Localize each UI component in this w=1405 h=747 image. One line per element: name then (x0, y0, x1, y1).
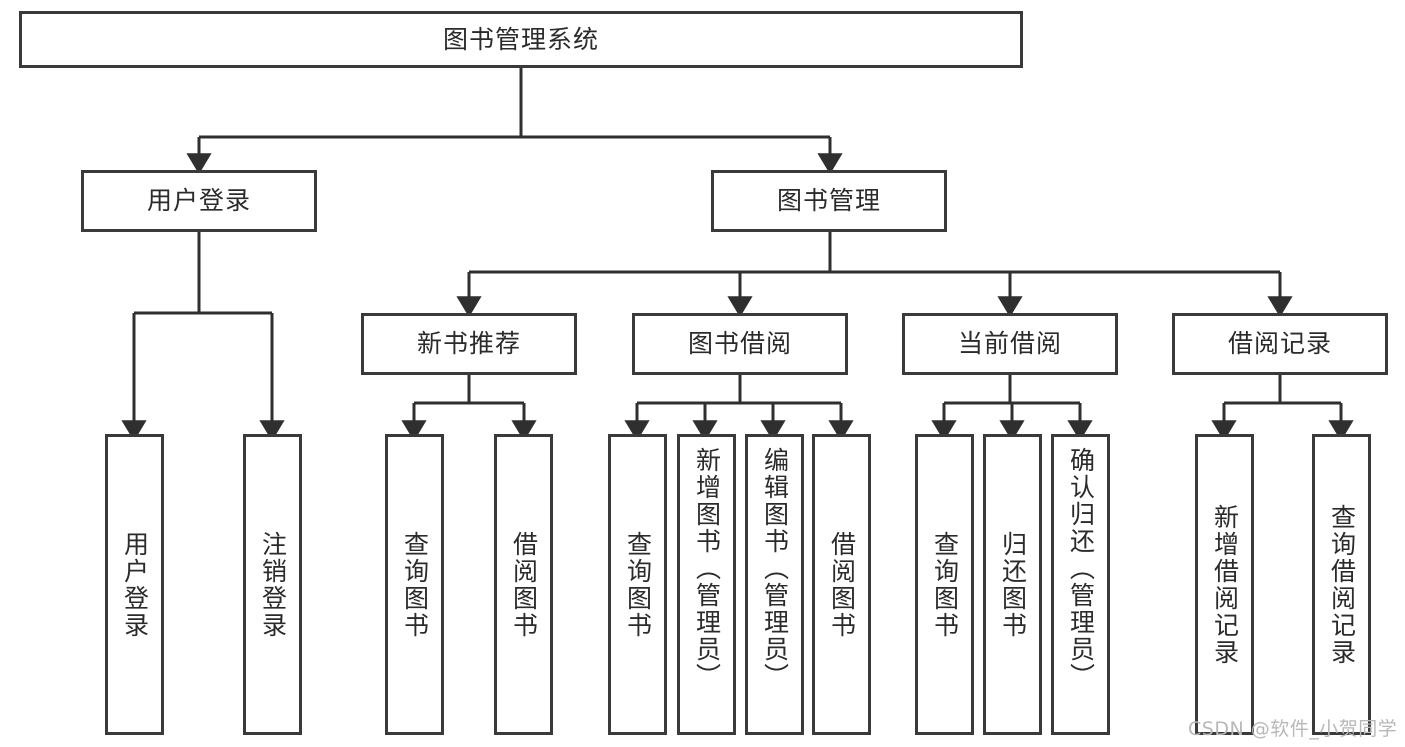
leaf-book-borrow-lend-label: 借阅图书 (827, 530, 857, 639)
leaf-new-book-borrow-label: 借阅图书 (509, 530, 539, 639)
leaf-current-borrow-confirm-label: 确认归还（管理员） (1066, 447, 1096, 690)
node-borrow-record[interactable]: 借阅记录 (1172, 313, 1388, 375)
leaf-book-borrow-add[interactable]: 新增图书（管理员） (677, 434, 736, 735)
leaf-borrow-record-query[interactable]: 查询借阅记录 (1312, 434, 1371, 735)
leaf-book-borrow-add-label: 新增图书（管理员） (692, 447, 722, 690)
leaf-book-borrow-query[interactable]: 查询图书 (608, 434, 667, 735)
leaf-current-borrow-query[interactable]: 查询图书 (915, 434, 974, 735)
leaf-book-borrow-query-label: 查询图书 (623, 530, 653, 639)
node-user-login[interactable]: 用户登录 (81, 170, 317, 232)
node-book-management[interactable]: 图书管理 (711, 170, 947, 232)
node-borrow-record-label: 借阅记录 (1227, 329, 1332, 359)
leaf-user-login-signin[interactable]: 用户登录 (105, 434, 164, 735)
node-user-login-label: 用户登录 (146, 186, 251, 216)
leaf-new-book-borrow[interactable]: 借阅图书 (494, 434, 553, 735)
leaf-current-borrow-confirm[interactable]: 确认归还（管理员） (1051, 434, 1110, 735)
leaf-user-login-signin-label: 用户登录 (120, 530, 150, 639)
node-current-borrow-label: 当前借阅 (957, 329, 1062, 359)
node-root-system-label: 图书管理系统 (442, 24, 599, 54)
leaf-borrow-record-add[interactable]: 新增借阅记录 (1195, 434, 1254, 735)
leaf-book-borrow-edit-label: 编辑图书（管理员） (760, 447, 790, 690)
node-new-book-recommend-label: 新书推荐 (416, 329, 521, 359)
leaf-current-borrow-return[interactable]: 归还图书 (983, 434, 1042, 735)
leaf-book-borrow-edit[interactable]: 编辑图书（管理员） (745, 434, 804, 735)
leaf-borrow-record-add-label: 新增借阅记录 (1210, 503, 1240, 666)
leaf-current-borrow-query-label: 查询图书 (930, 530, 960, 639)
node-current-borrow[interactable]: 当前借阅 (902, 313, 1118, 375)
node-new-book-recommend[interactable]: 新书推荐 (361, 313, 577, 375)
node-book-management-label: 图书管理 (776, 186, 881, 216)
leaf-book-borrow-lend[interactable]: 借阅图书 (812, 434, 871, 735)
leaf-borrow-record-query-label: 查询借阅记录 (1327, 503, 1357, 666)
leaf-new-book-query[interactable]: 查询图书 (385, 434, 444, 735)
leaf-user-login-signout-label: 注销登录 (258, 530, 288, 639)
node-book-borrow-label: 图书借阅 (687, 329, 792, 359)
leaf-new-book-query-label: 查询图书 (400, 530, 430, 639)
node-book-borrow[interactable]: 图书借阅 (632, 313, 848, 375)
leaf-user-login-signout[interactable]: 注销登录 (243, 434, 302, 735)
leaf-current-borrow-return-label: 归还图书 (998, 530, 1028, 639)
csdn-watermark: CSDN @软件_小贺同学 (1188, 718, 1398, 740)
node-root-system[interactable]: 图书管理系统 (19, 11, 1023, 68)
